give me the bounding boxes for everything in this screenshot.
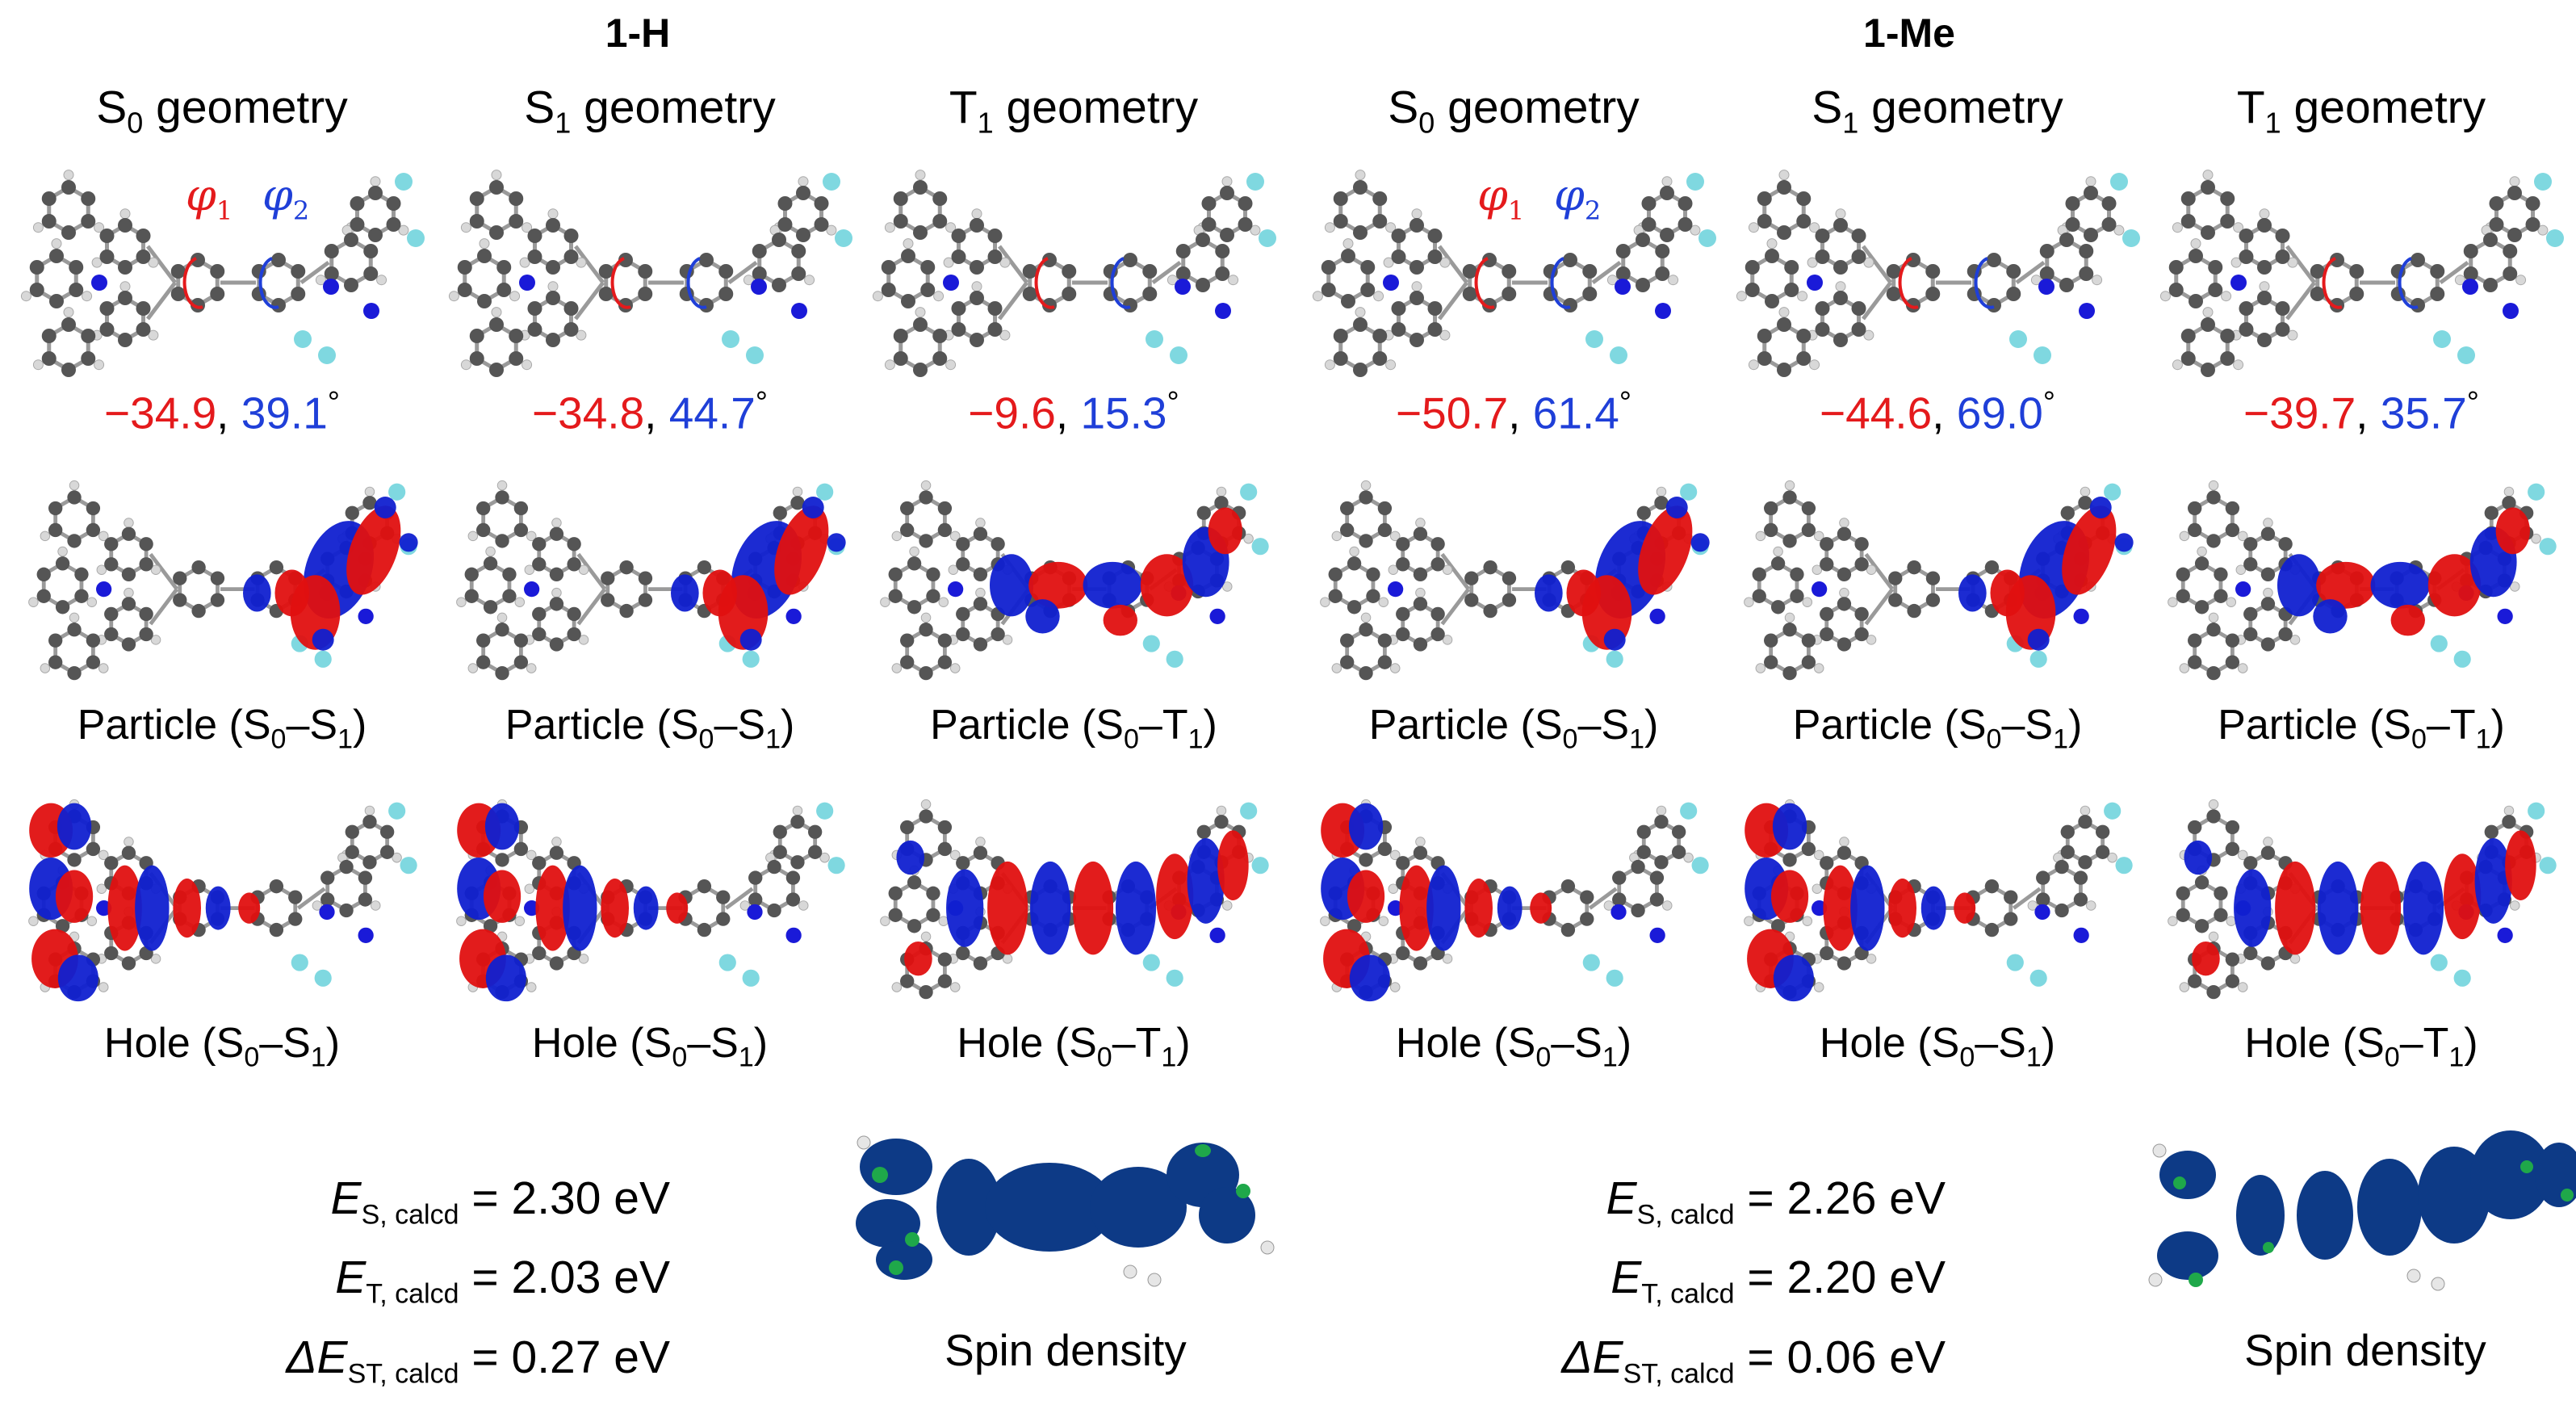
hole-label-col2: Hole (S0–S1) xyxy=(531,1020,769,1073)
particle-orbital-image-col2 xyxy=(440,476,860,686)
structure-image-col2 xyxy=(440,166,860,384)
dihedral-angles-col5: −44.6, 69.0° xyxy=(1820,386,2055,438)
particle-label-col5: Particle (S0–S1) xyxy=(1792,702,2083,755)
structure-image-col4 xyxy=(1304,166,1724,384)
particle-label-col2: Particle (S0–S1) xyxy=(505,702,795,755)
phi1-label-col1: φ1 xyxy=(186,170,233,226)
particle-label-col3: Particle (S0–T1) xyxy=(930,702,1217,755)
particle-orbital-image-col4 xyxy=(1304,476,1724,686)
particle-orbital-image-col5 xyxy=(1728,476,2147,686)
phi2-label-col1: φ2 xyxy=(262,170,310,226)
structure-image-col1 xyxy=(12,166,432,384)
hole-orbital-image-col2 xyxy=(440,795,860,1005)
dihedral-angles-col2: −34.8, 44.7° xyxy=(532,386,768,438)
phi2-label-col4: φ2 xyxy=(1554,170,1602,226)
hole-label-col4: Hole (S0–S1) xyxy=(1395,1020,1632,1073)
spin-density-label-1h: Spin density xyxy=(945,1325,1187,1375)
hole-label-col5: Hole (S0–S1) xyxy=(1819,1020,2056,1073)
structure-image-col3 xyxy=(864,166,1284,384)
group-title-1h: 1-H xyxy=(605,10,671,56)
energy-block-1me: ES, calcd = 2.26 eV ET, calcd = 2.20 eV … xyxy=(1561,1172,1946,1390)
geometry-label-col5: S1 geometry xyxy=(1812,82,2063,140)
hole-orbital-image-col1 xyxy=(12,795,432,1005)
hole-orbital-image-col4 xyxy=(1304,795,1724,1005)
dihedral-angles-col4: −50.7, 61.4° xyxy=(1396,386,1631,438)
hole-orbital-image-col5 xyxy=(1728,795,2147,1005)
hole-orbital-image-col6 xyxy=(2151,795,2571,1005)
hole-orbital-image-col3 xyxy=(864,795,1284,1005)
hole-label-col6: Hole (S0–T1) xyxy=(2244,1020,2478,1073)
particle-label-col1: Particle (S0–S1) xyxy=(77,702,367,755)
particle-label-col4: Particle (S0–S1) xyxy=(1368,702,1659,755)
particle-orbital-image-col3 xyxy=(864,476,1284,686)
spin-density-image-1h xyxy=(848,1118,1284,1296)
particle-orbital-image-col6 xyxy=(2151,476,2571,686)
geometry-label-col2: S1 geometry xyxy=(524,82,776,140)
particle-orbital-image-col1 xyxy=(12,476,432,686)
structure-image-col5 xyxy=(1728,166,2147,384)
geometry-label-col4: S0 geometry xyxy=(1388,82,1640,140)
hole-label-col1: Hole (S0–S1) xyxy=(103,1020,341,1073)
geometry-label-col3: T1 geometry xyxy=(949,82,1199,140)
geometry-label-col1: S0 geometry xyxy=(96,82,348,140)
group-title-1me: 1-Me xyxy=(1863,10,1955,56)
geometry-label-col6: T1 geometry xyxy=(2236,82,2486,140)
particle-label-col6: Particle (S0–T1) xyxy=(2218,702,2505,755)
spin-density-image-1me xyxy=(2147,1118,2576,1296)
hole-label-col3: Hole (S0–T1) xyxy=(957,1020,1191,1073)
phi1-label-col4: φ1 xyxy=(1477,170,1525,226)
dihedral-angles-col1: −34.9, 39.1° xyxy=(104,386,340,438)
structure-image-col6 xyxy=(2151,166,2571,384)
energy-block-1h: ES, calcd = 2.30 eV ET, calcd = 2.03 eV … xyxy=(286,1172,670,1390)
spin-density-label-1me: Spin density xyxy=(2244,1325,2486,1375)
dihedral-angles-col6: −39.7, 35.7° xyxy=(2243,386,2479,438)
dihedral-angles-col3: −9.6, 15.3° xyxy=(968,386,1179,438)
